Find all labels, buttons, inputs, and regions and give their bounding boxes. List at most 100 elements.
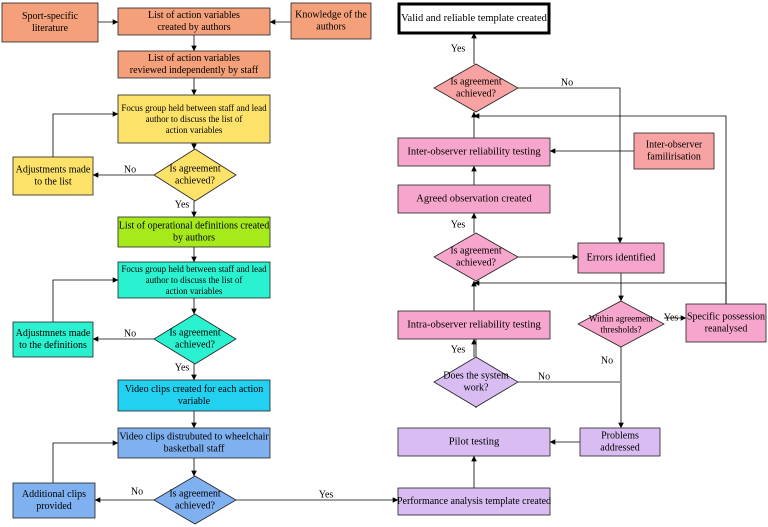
- connectors: [52, 19, 727, 503]
- focus1-box: [117, 94, 271, 144]
- pilot-label-1: Pilot testing: [449, 437, 500, 448]
- op-defs-label-2: by authors: [173, 233, 215, 244]
- errors-label-1: Errors identified: [586, 253, 656, 264]
- specific-box: [685, 303, 767, 343]
- node-valid: Valid and reliable template created: [397, 2, 551, 35]
- connector-17: [52, 440, 119, 483]
- knowledge-label-2: authors: [316, 22, 346, 33]
- list-action-label-1: List of action variables: [148, 10, 240, 21]
- agree5-label-2: achieved?: [456, 89, 497, 100]
- node-intra: Intra-observer reliability testing: [397, 310, 551, 340]
- edge-label-no-8: No: [538, 372, 550, 383]
- connector-32: [518, 87, 623, 244]
- focus1-label-1: Focus group held between staff and lead: [121, 103, 267, 113]
- node-inter: Inter-observer reliability testing: [397, 137, 551, 167]
- agree3-label-1: Is agreement: [169, 489, 221, 500]
- within-label-2: thresholds?: [601, 325, 642, 335]
- node-video-created: Video clips created for each actionvaria…: [117, 379, 271, 412]
- focus2-label-3: action variables: [166, 286, 223, 296]
- within-diamond: [577, 300, 665, 348]
- edge-label-yes-4: Yes: [175, 363, 190, 374]
- agree2-label-2: achieved?: [175, 340, 216, 351]
- video-created-label-2: variable: [178, 396, 211, 407]
- sport-lit-label-1: Sport-specific: [22, 11, 79, 22]
- add-clips-label-2: provided: [36, 501, 72, 512]
- video-dist-label-2: basketball staff: [164, 444, 225, 455]
- knowledge-box: [290, 2, 372, 40]
- agreed-obs-box: [397, 184, 551, 214]
- node-pilot: Pilot testing: [397, 427, 551, 457]
- adj-list-label-1: Adjustments made: [16, 165, 91, 176]
- inter-label-1: Inter-observer reliability testing: [407, 147, 541, 158]
- focus2-label-1: Focus group held between staff and lead: [121, 264, 267, 274]
- agree1-diamond: [153, 148, 237, 202]
- system-work-label-2: work?: [464, 383, 490, 394]
- video-dist-box: [117, 427, 271, 459]
- edge-label-no-13: No: [601, 356, 613, 367]
- edge-label-no-5: No: [131, 487, 143, 498]
- node-perf-template: Performance analysis template created: [397, 487, 551, 516]
- list-action-label-2: created by authors: [157, 22, 230, 33]
- agreed-obs-label-1: Agreed observation created: [416, 194, 532, 205]
- pilot-box: [397, 427, 551, 457]
- list-reviewed-label-1: List of action variables: [148, 53, 240, 64]
- node-errors: Errors identified: [577, 242, 665, 274]
- problems-label-2: addressed: [600, 443, 639, 454]
- edge-label-yes-7: Yes: [451, 345, 466, 356]
- node-op-defs: List of operational definitions createdb…: [117, 216, 271, 248]
- connector-36: [473, 280, 727, 304]
- video-created-box: [117, 379, 271, 412]
- list-reviewed-label-2: reviewed independently by staff: [130, 65, 259, 76]
- edge-label-yes-10: Yes: [451, 44, 466, 55]
- valid-label-1: Valid and reliable template created: [401, 13, 548, 24]
- adj-list-label-2: to the list: [34, 177, 71, 188]
- edge-label-no-11: No: [561, 78, 573, 89]
- specific-label-2: reanalysed: [705, 324, 748, 335]
- agree2-diamond: [153, 313, 237, 365]
- inter-fam-label-1: Inter-observer: [646, 140, 703, 151]
- adj-defs-label-1: Adjustmnets made: [16, 328, 91, 339]
- edge-label-yes-9: Yes: [451, 220, 466, 231]
- connector-7: [52, 111, 119, 157]
- node-focus2: Focus group held between staff and leada…: [117, 261, 271, 299]
- sport-lit-box: [1, 2, 99, 43]
- errors-box: [577, 242, 665, 274]
- focus2-label-2: author to discuss the list of: [146, 275, 243, 285]
- focus1-label-2: author to discuss the list of: [146, 114, 243, 124]
- intra-label-1: Intra-observer reliability testing: [407, 320, 541, 331]
- adj-defs-box: [12, 321, 94, 358]
- inter-box: [397, 137, 551, 167]
- agree5-diamond: [433, 63, 519, 113]
- agree4-label-1: Is agreement: [450, 246, 502, 257]
- edge-label-no-3: No: [124, 329, 136, 340]
- perf-template-label-1: Performance analysis template created: [397, 496, 551, 507]
- agree5-label-1: Is agreement: [450, 77, 502, 88]
- video-dist-label-1: Video clips distrubuted to wheelchair: [119, 432, 269, 443]
- list-action-box: [117, 7, 271, 36]
- edge-label-yes-12: Yes: [664, 313, 679, 324]
- problems-box: [579, 427, 661, 457]
- agree2-label-1: Is agreement: [169, 328, 221, 339]
- agree1-label-2: achieved?: [175, 176, 216, 187]
- inter-fam-label-2: familirisation: [647, 152, 701, 163]
- add-clips-box: [12, 482, 96, 519]
- agree3-label-2: achieved?: [175, 501, 216, 512]
- list-reviewed-box: [117, 50, 271, 79]
- agree3-diamond: [153, 475, 237, 525]
